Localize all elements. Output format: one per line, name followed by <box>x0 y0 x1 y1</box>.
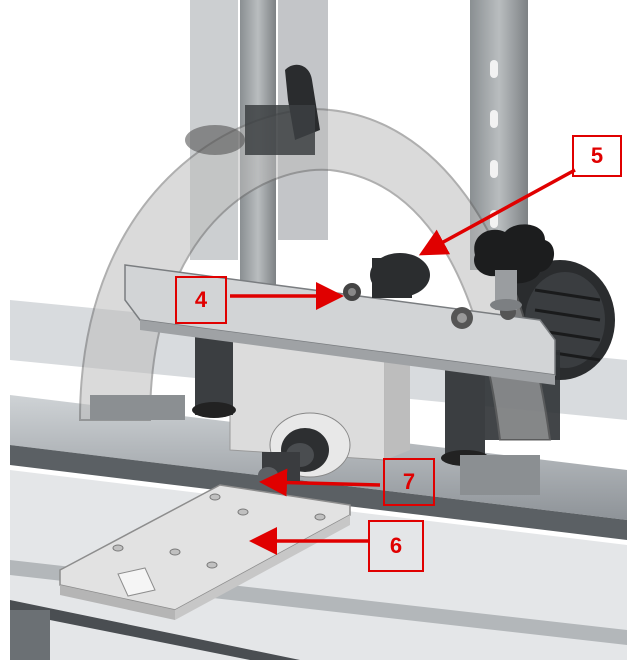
arrow-5 <box>418 168 576 256</box>
clamp-handle <box>185 64 320 155</box>
callout-5-label: 5 <box>590 143 604 168</box>
callout-arrows <box>230 168 576 555</box>
callout-4: 4 <box>175 276 227 324</box>
callout-5: 5 <box>572 135 622 177</box>
arrow-7 <box>259 468 381 497</box>
callout-7-label: 7 <box>402 469 416 494</box>
callout-4-label: 4 <box>194 287 208 312</box>
mounting-bar <box>124 264 556 385</box>
callout-6: 6 <box>368 520 424 572</box>
callout-6-label: 6 <box>389 533 403 558</box>
callout-7: 7 <box>383 458 435 506</box>
roller-part <box>370 253 430 298</box>
star-knob <box>474 224 555 311</box>
